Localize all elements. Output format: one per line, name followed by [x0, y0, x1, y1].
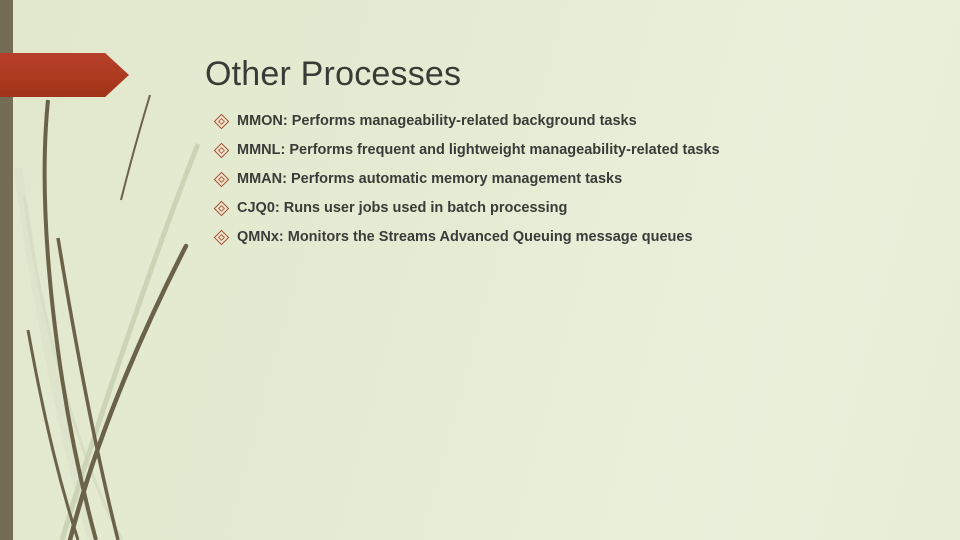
bullet-item: MMAN: Performs automatic memory manageme…: [213, 171, 720, 188]
bullet-text: MMAN: Performs automatic memory manageme…: [237, 171, 623, 188]
bullet-text: MMNL: Performs frequent and lightweight …: [237, 142, 720, 159]
bullet-text: CJQ0: Runs user jobs used in batch proce…: [237, 200, 568, 217]
left-edge-bar: [0, 0, 13, 540]
bullet-list: MMON: Performs manageability-related bac…: [213, 113, 720, 258]
bullet-text: MMON: Performs manageability-related bac…: [237, 113, 637, 130]
diamond-bullet-icon: [213, 171, 229, 188]
diamond-bullet-icon: [213, 113, 229, 130]
diamond-bullet-icon: [213, 200, 229, 217]
bullet-item: CJQ0: Runs user jobs used in batch proce…: [213, 200, 720, 217]
red-accent-banner: [0, 53, 129, 97]
bullet-item: MMNL: Performs frequent and lightweight …: [213, 142, 720, 159]
diamond-bullet-icon: [213, 142, 229, 159]
slide-title: Other Processes: [205, 55, 462, 93]
bullet-item: MMON: Performs manageability-related bac…: [213, 113, 720, 130]
bullet-item: QMNx: Monitors the Streams Advanced Queu…: [213, 229, 720, 246]
bullet-text: QMNx: Monitors the Streams Advanced Queu…: [237, 229, 693, 246]
diamond-bullet-icon: [213, 229, 229, 246]
